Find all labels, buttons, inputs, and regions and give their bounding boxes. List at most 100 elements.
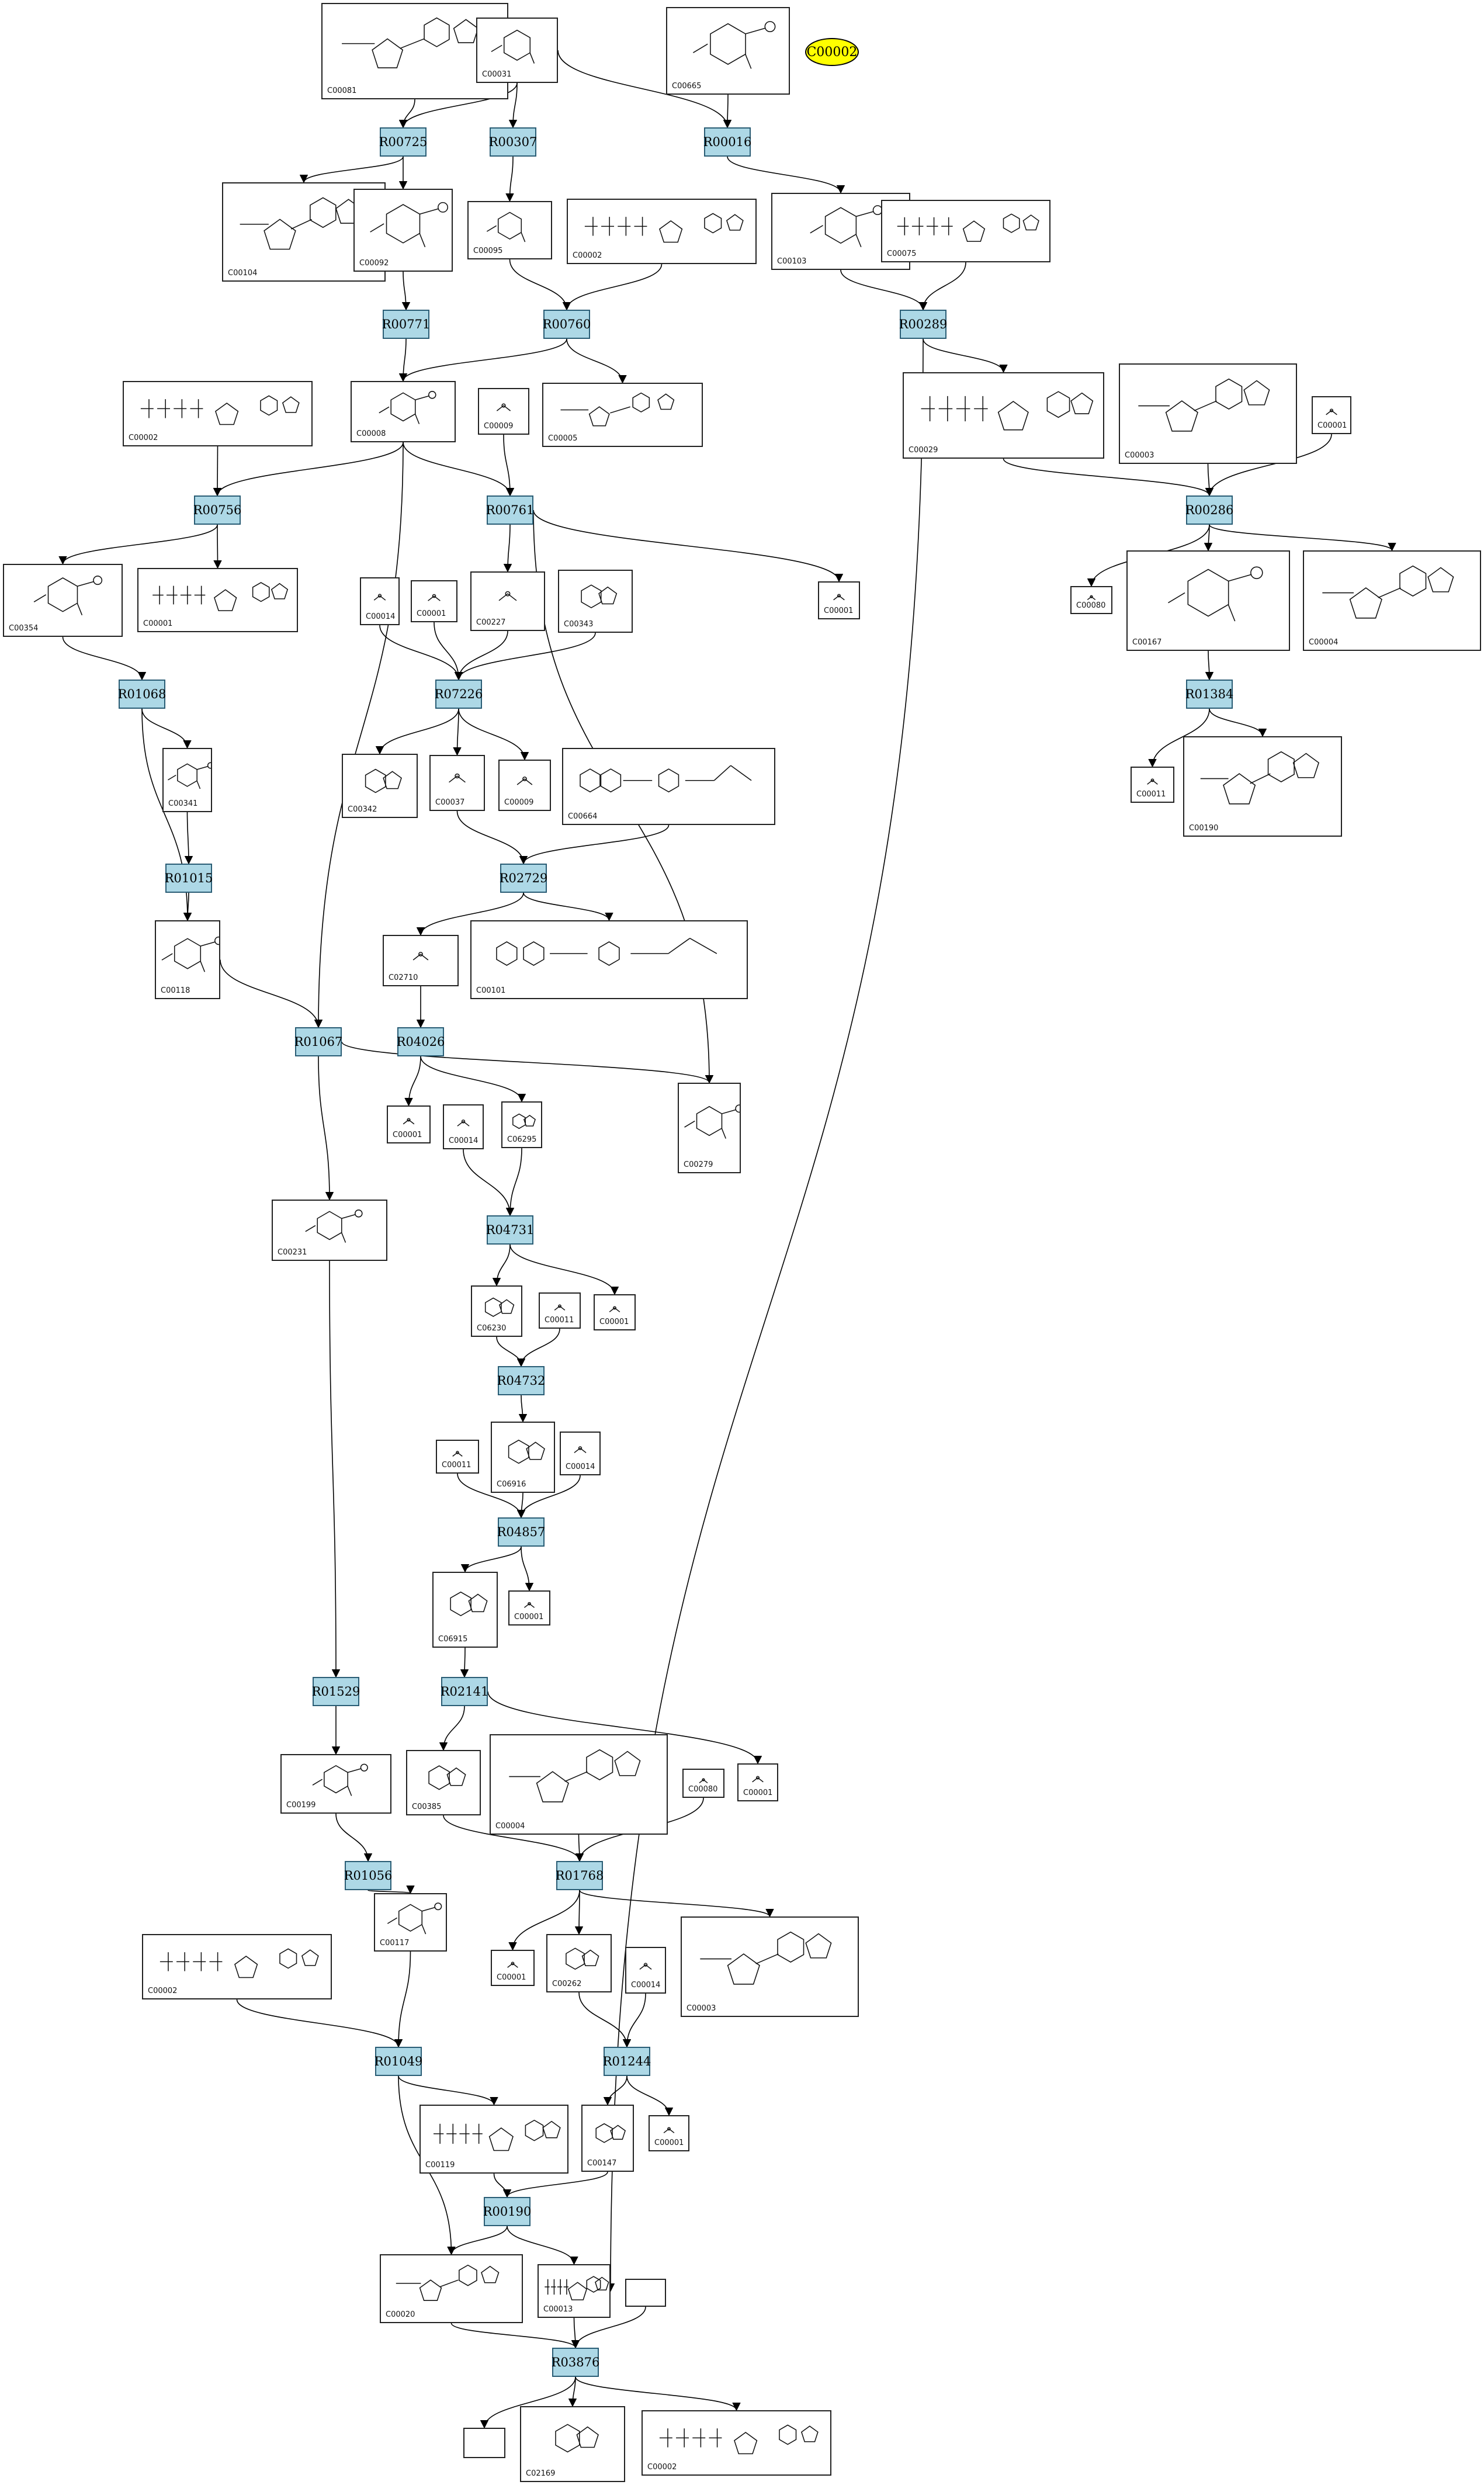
reaction-r02141[interactable]: R02141 — [441, 1677, 488, 1706]
compound-c00342[interactable]: C00342 — [342, 754, 418, 818]
compound-c00002[interactable]: C00002 — [142, 1934, 332, 1999]
reaction-r00771[interactable]: R00771 — [382, 310, 430, 339]
compound-c06230[interactable]: C06230 — [471, 1285, 522, 1337]
compound-c00011[interactable]: C00011 — [539, 1292, 581, 1329]
reaction-r00016[interactable]: R00016 — [703, 127, 751, 157]
compound-c00080[interactable]: C00080 — [1070, 586, 1112, 614]
reaction-r01768[interactable]: R01768 — [556, 1861, 604, 1890]
compound-c00231[interactable]: C00231 — [272, 1200, 387, 1261]
compound-c00095[interactable]: C00095 — [467, 201, 552, 259]
compound-c00167[interactable]: C00167 — [1126, 550, 1290, 651]
compound-empty[interactable] — [463, 2428, 505, 2458]
reaction-r01384[interactable]: R01384 — [1185, 680, 1233, 709]
reaction-r01529[interactable]: R01529 — [312, 1677, 360, 1706]
highlight-c00002[interactable]: C00002 — [805, 38, 859, 66]
compound-c00092[interactable]: C00092 — [353, 189, 453, 272]
compound-c00001[interactable]: C00001 — [594, 1294, 636, 1330]
compound-c00009[interactable]: C00009 — [498, 760, 551, 811]
compound-c00008[interactable]: C00008 — [351, 381, 456, 442]
compound-c00009[interactable]: C00009 — [478, 388, 529, 435]
compound-c00004[interactable]: C00004 — [490, 1734, 668, 1835]
compound-c00001[interactable]: C00001 — [737, 1763, 778, 1801]
compound-c00001[interactable]: C00001 — [491, 1950, 535, 1986]
compound-c00190[interactable]: C00190 — [1183, 736, 1342, 837]
compound-c00385[interactable]: C00385 — [406, 1750, 481, 1815]
compound-c00075[interactable]: C00075 — [881, 200, 1050, 262]
compound-c00020[interactable]: C00020 — [380, 2254, 523, 2323]
reaction-r00190[interactable]: R00190 — [483, 2197, 531, 2226]
edge-arrow — [516, 1328, 560, 1367]
compound-c00031[interactable]: C00031 — [476, 18, 558, 83]
compound-c00665[interactable]: C00665 — [666, 7, 790, 95]
compound-c00001[interactable]: C00001 — [137, 568, 298, 632]
compound-c00002[interactable]: C00002 — [123, 381, 313, 446]
compound-c00147[interactable]: C00147 — [581, 2105, 634, 2172]
reaction-r04731[interactable]: R04731 — [486, 1215, 534, 1245]
reaction-r00761[interactable]: R00761 — [486, 495, 534, 525]
reaction-r01068[interactable]: R01068 — [118, 680, 166, 709]
compound-c00101[interactable]: C00101 — [470, 920, 748, 999]
reaction-r04857[interactable]: R04857 — [497, 1517, 545, 1547]
compound-c00117[interactable]: C00117 — [374, 1893, 447, 1952]
compound-c00014[interactable]: C00014 — [625, 1947, 666, 1994]
compound-c00664[interactable]: C00664 — [562, 748, 775, 825]
compound-c02710[interactable]: C02710 — [383, 935, 459, 986]
reaction-r04026[interactable]: R04026 — [397, 1027, 445, 1056]
compound-c00005[interactable]: C00005 — [542, 383, 703, 447]
compound-c00199[interactable]: C00199 — [280, 1754, 391, 1814]
reaction-r01056[interactable]: R01056 — [344, 1861, 392, 1890]
compound-c00004[interactable]: C00004 — [1303, 550, 1481, 651]
compound-c00119[interactable]: C00119 — [419, 2105, 568, 2174]
reaction-r00756[interactable]: R00756 — [193, 495, 241, 525]
edge-arrow — [508, 1890, 580, 1951]
compound-empty[interactable] — [625, 2279, 666, 2307]
compound-c00001[interactable]: C00001 — [508, 1590, 550, 1626]
reaction-r01067[interactable]: R01067 — [294, 1027, 342, 1056]
compound-c00002[interactable]: C00002 — [642, 2410, 831, 2476]
reaction-r01015[interactable]: R01015 — [165, 864, 213, 893]
compound-c06295[interactable]: C06295 — [501, 1101, 542, 1148]
compound-c00011[interactable]: C00011 — [436, 1440, 479, 1474]
reaction-r04732[interactable]: R04732 — [497, 1366, 545, 1395]
compound-c06916[interactable]: C06916 — [491, 1422, 555, 1493]
compound-c00011[interactable]: C00011 — [1131, 767, 1174, 803]
reaction-r01049[interactable]: R01049 — [375, 2047, 422, 2076]
compound-c00014[interactable]: C00014 — [443, 1104, 484, 1149]
compound-c00001[interactable]: C00001 — [818, 581, 860, 619]
compound-c00001[interactable]: C00001 — [387, 1105, 431, 1143]
compound-c00118[interactable]: C00118 — [155, 920, 220, 999]
reaction-r00289[interactable]: R00289 — [899, 310, 947, 339]
compound-c00354[interactable]: C00354 — [3, 564, 123, 637]
compound-c06915[interactable]: C06915 — [432, 1572, 498, 1648]
reaction-r00286[interactable]: R00286 — [1185, 495, 1233, 525]
compound-c00279[interactable]: C00279 — [678, 1083, 741, 1173]
compound-c02169[interactable]: C02169 — [520, 2406, 625, 2482]
compound-c00343[interactable]: C00343 — [558, 570, 633, 633]
structure-drawing — [581, 584, 618, 609]
compound-c00029[interactable]: C00029 — [903, 372, 1104, 459]
reaction-r00725[interactable]: R00725 — [379, 127, 427, 157]
reaction-r00307[interactable]: R00307 — [489, 127, 537, 157]
compound-c00037[interactable]: C00037 — [429, 755, 485, 811]
compound-label: C00002 — [129, 434, 158, 442]
compound-c00003[interactable]: C00003 — [1119, 363, 1297, 464]
compound-c00002[interactable]: C00002 — [567, 199, 757, 264]
reaction-r02729[interactable]: R02729 — [500, 864, 547, 893]
compound-label: C00031 — [482, 70, 512, 79]
compound-c00001[interactable]: C00001 — [649, 2115, 689, 2151]
compound-c00014[interactable]: C00014 — [560, 1432, 601, 1475]
compound-c00341[interactable]: C00341 — [162, 748, 212, 812]
compound-c00262[interactable]: C00262 — [546, 1934, 612, 1992]
compound-c00014[interactable]: C00014 — [360, 577, 400, 625]
reaction-r01244[interactable]: R01244 — [603, 2047, 651, 2076]
reaction-r03876[interactable]: R03876 — [552, 2348, 599, 2377]
reaction-r00760[interactable]: R00760 — [543, 310, 591, 339]
compound-c00013[interactable]: C00013 — [538, 2264, 611, 2318]
compound-c00227[interactable]: C00227 — [470, 571, 545, 631]
compound-c00003[interactable]: C00003 — [681, 1916, 859, 2017]
compound-c00001[interactable]: C00001 — [411, 580, 457, 622]
compound-c00001[interactable]: C00001 — [1312, 396, 1351, 434]
compound-c00080[interactable]: C00080 — [682, 1769, 724, 1798]
compound-label: C00104 — [228, 269, 258, 278]
reaction-r07226[interactable]: R07226 — [435, 680, 483, 709]
